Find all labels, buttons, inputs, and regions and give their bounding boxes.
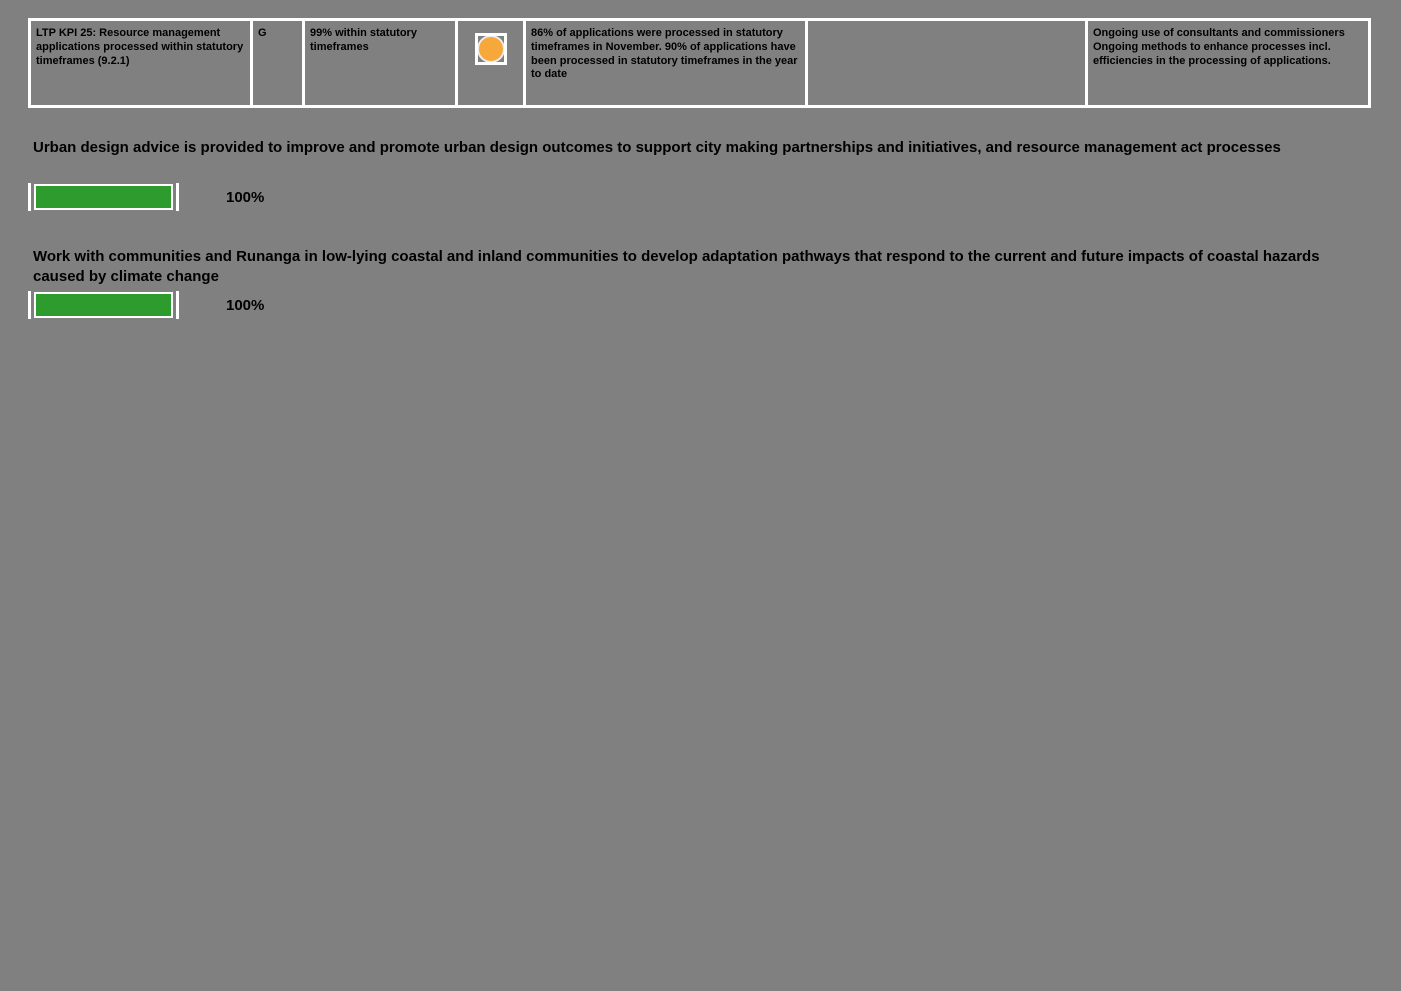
progress-track [28,291,179,319]
progress-bar-coastal-adaptation: 100% [28,291,264,319]
kpi-table: LTP KPI 25: Resource management applicat… [28,18,1371,108]
status-letter-cell: G [250,18,305,108]
table-row: LTP KPI 25: Resource management applicat… [28,18,1371,108]
empty-cell [805,18,1088,108]
actions-line: Ongoing use of consultants and commissio… [1093,27,1345,39]
amber-circle-icon [478,37,503,61]
actions-cell: Ongoing use of consultants and commissio… [1085,18,1371,108]
kpi-name-cell: LTP KPI 25: Resource management applicat… [28,18,253,108]
progress-fill [34,292,173,318]
progress-track [28,183,179,211]
target-cell: 99% within statutory timeframes [302,18,458,108]
progress-percentage-label: 100% [226,188,265,206]
progress-percentage-label: 100% [226,296,265,314]
section-title-urban-design: Urban design advice is provided to impro… [33,139,1281,156]
commentary-cell: 86% of applications were processed in st… [523,18,808,108]
status-icon-cell [455,18,526,108]
progress-bar-urban-design: 100% [28,183,264,211]
actions-line: Ongoing methods to enhance processes inc… [1093,40,1331,67]
section-title-coastal-adaptation: Work with communities and Runanga in low… [33,248,1320,285]
status-icon-frame [474,33,507,65]
progress-fill [34,184,173,210]
